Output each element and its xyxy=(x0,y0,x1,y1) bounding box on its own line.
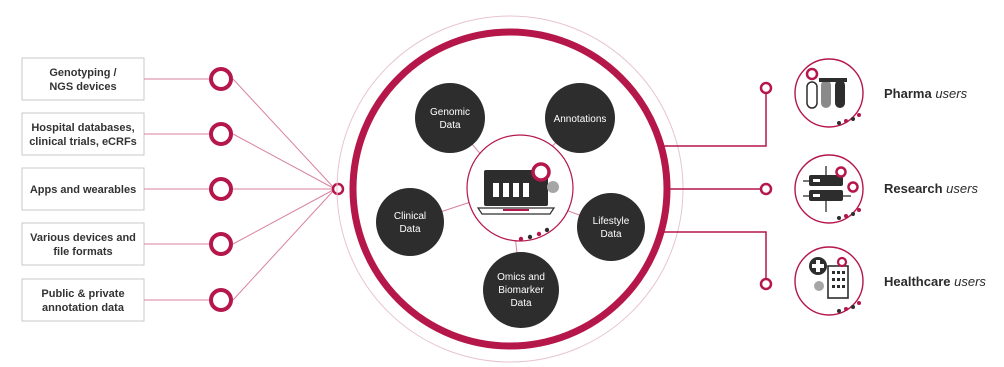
ring-icon xyxy=(209,232,233,256)
source-box xyxy=(21,57,145,101)
node-label-line1: Omics and xyxy=(497,272,545,283)
node-label-line2: Data xyxy=(439,120,461,131)
test-tubes-icon xyxy=(805,67,847,109)
dot-trail-icon xyxy=(518,227,550,242)
dot-trail-icon xyxy=(837,113,861,125)
node-label-line2: Data xyxy=(600,229,622,240)
user-label-strong: Research xyxy=(884,181,943,196)
user-label: Pharma users xyxy=(884,86,968,101)
source-item-annotation: Public & private annotation data xyxy=(21,278,145,322)
ring-icon xyxy=(209,67,233,91)
source-label-line2: annotation data xyxy=(42,302,125,314)
source-item-apps: Apps and wearables xyxy=(21,167,145,211)
ring-icon xyxy=(759,81,773,95)
source-box xyxy=(21,278,145,322)
source-item-devices: Various devices and file formats xyxy=(21,222,145,266)
source-label-line1: Various devices and xyxy=(30,232,136,244)
data-node-omics: Omics and Biomarker Data xyxy=(483,252,559,328)
source-list: Genotyping / NGS devices Hospital databa… xyxy=(21,57,145,322)
source-connectors xyxy=(144,78,336,301)
ring-icon xyxy=(209,288,233,312)
data-node-annotations: Annotations xyxy=(545,83,615,153)
source-box xyxy=(21,112,145,156)
hospital-icon xyxy=(809,256,849,299)
laptop-icon xyxy=(476,170,556,215)
source-item-genotyping: Genotyping / NGS devices xyxy=(21,57,145,101)
source-item-hospital: Hospital databases, clinical trials, eCR… xyxy=(21,112,145,156)
source-label-line1: Apps and wearables xyxy=(30,184,136,196)
gray-dot-icon xyxy=(547,181,559,193)
node-label-line1: Genomic xyxy=(430,107,470,118)
source-label-line1: Public & private xyxy=(41,288,124,300)
source-label-line1: Genotyping / xyxy=(49,67,116,79)
user-connectors xyxy=(660,81,773,291)
node-label-line2: Biomarker xyxy=(498,285,544,296)
source-label-line2: NGS devices xyxy=(49,81,116,93)
user-label-italic: users xyxy=(954,274,986,289)
user-group-healthcare: Healthcare users xyxy=(794,246,986,316)
node-label-line1: Annotations xyxy=(554,114,607,125)
source-label-line2: clinical trials, eCRFs xyxy=(29,136,137,148)
user-label: Healthcare users xyxy=(884,274,986,289)
user-group-research: Research users xyxy=(794,154,978,224)
source-label-line2: file formats xyxy=(53,246,112,258)
ring-icon xyxy=(759,182,773,196)
ring-icon xyxy=(209,122,233,146)
ring-icon xyxy=(759,277,773,291)
dot-trail-icon xyxy=(837,301,861,313)
node-label-line2: Data xyxy=(399,224,421,235)
ring-icon xyxy=(531,162,551,182)
dot-trail-icon xyxy=(837,208,861,220)
source-box xyxy=(21,222,145,266)
source-box xyxy=(21,167,145,211)
user-label-strong: Pharma xyxy=(884,86,932,101)
node-label-line3: Data xyxy=(510,298,532,309)
node-label-line1: Lifestyle xyxy=(593,216,630,227)
server-icon xyxy=(803,166,859,212)
user-label: Research users xyxy=(884,181,978,196)
user-label-italic: users xyxy=(946,181,978,196)
user-label-strong: Healthcare xyxy=(884,274,950,289)
data-node-genomic: Genomic Data xyxy=(415,83,485,153)
source-rings xyxy=(209,67,233,312)
data-node-clinical: Clinical Data xyxy=(376,188,444,256)
node-label-line1: Clinical xyxy=(394,211,426,222)
junction-ring-icon xyxy=(331,182,345,196)
ring-icon xyxy=(209,177,233,201)
source-label-line1: Hospital databases, xyxy=(31,122,134,134)
user-group-pharma: Pharma users xyxy=(794,58,968,128)
data-node-lifestyle: Lifestyle Data xyxy=(577,193,645,261)
user-label-italic: users xyxy=(935,86,967,101)
platform-hub: Genomic Data Annotations Clinical Data L… xyxy=(336,15,684,363)
